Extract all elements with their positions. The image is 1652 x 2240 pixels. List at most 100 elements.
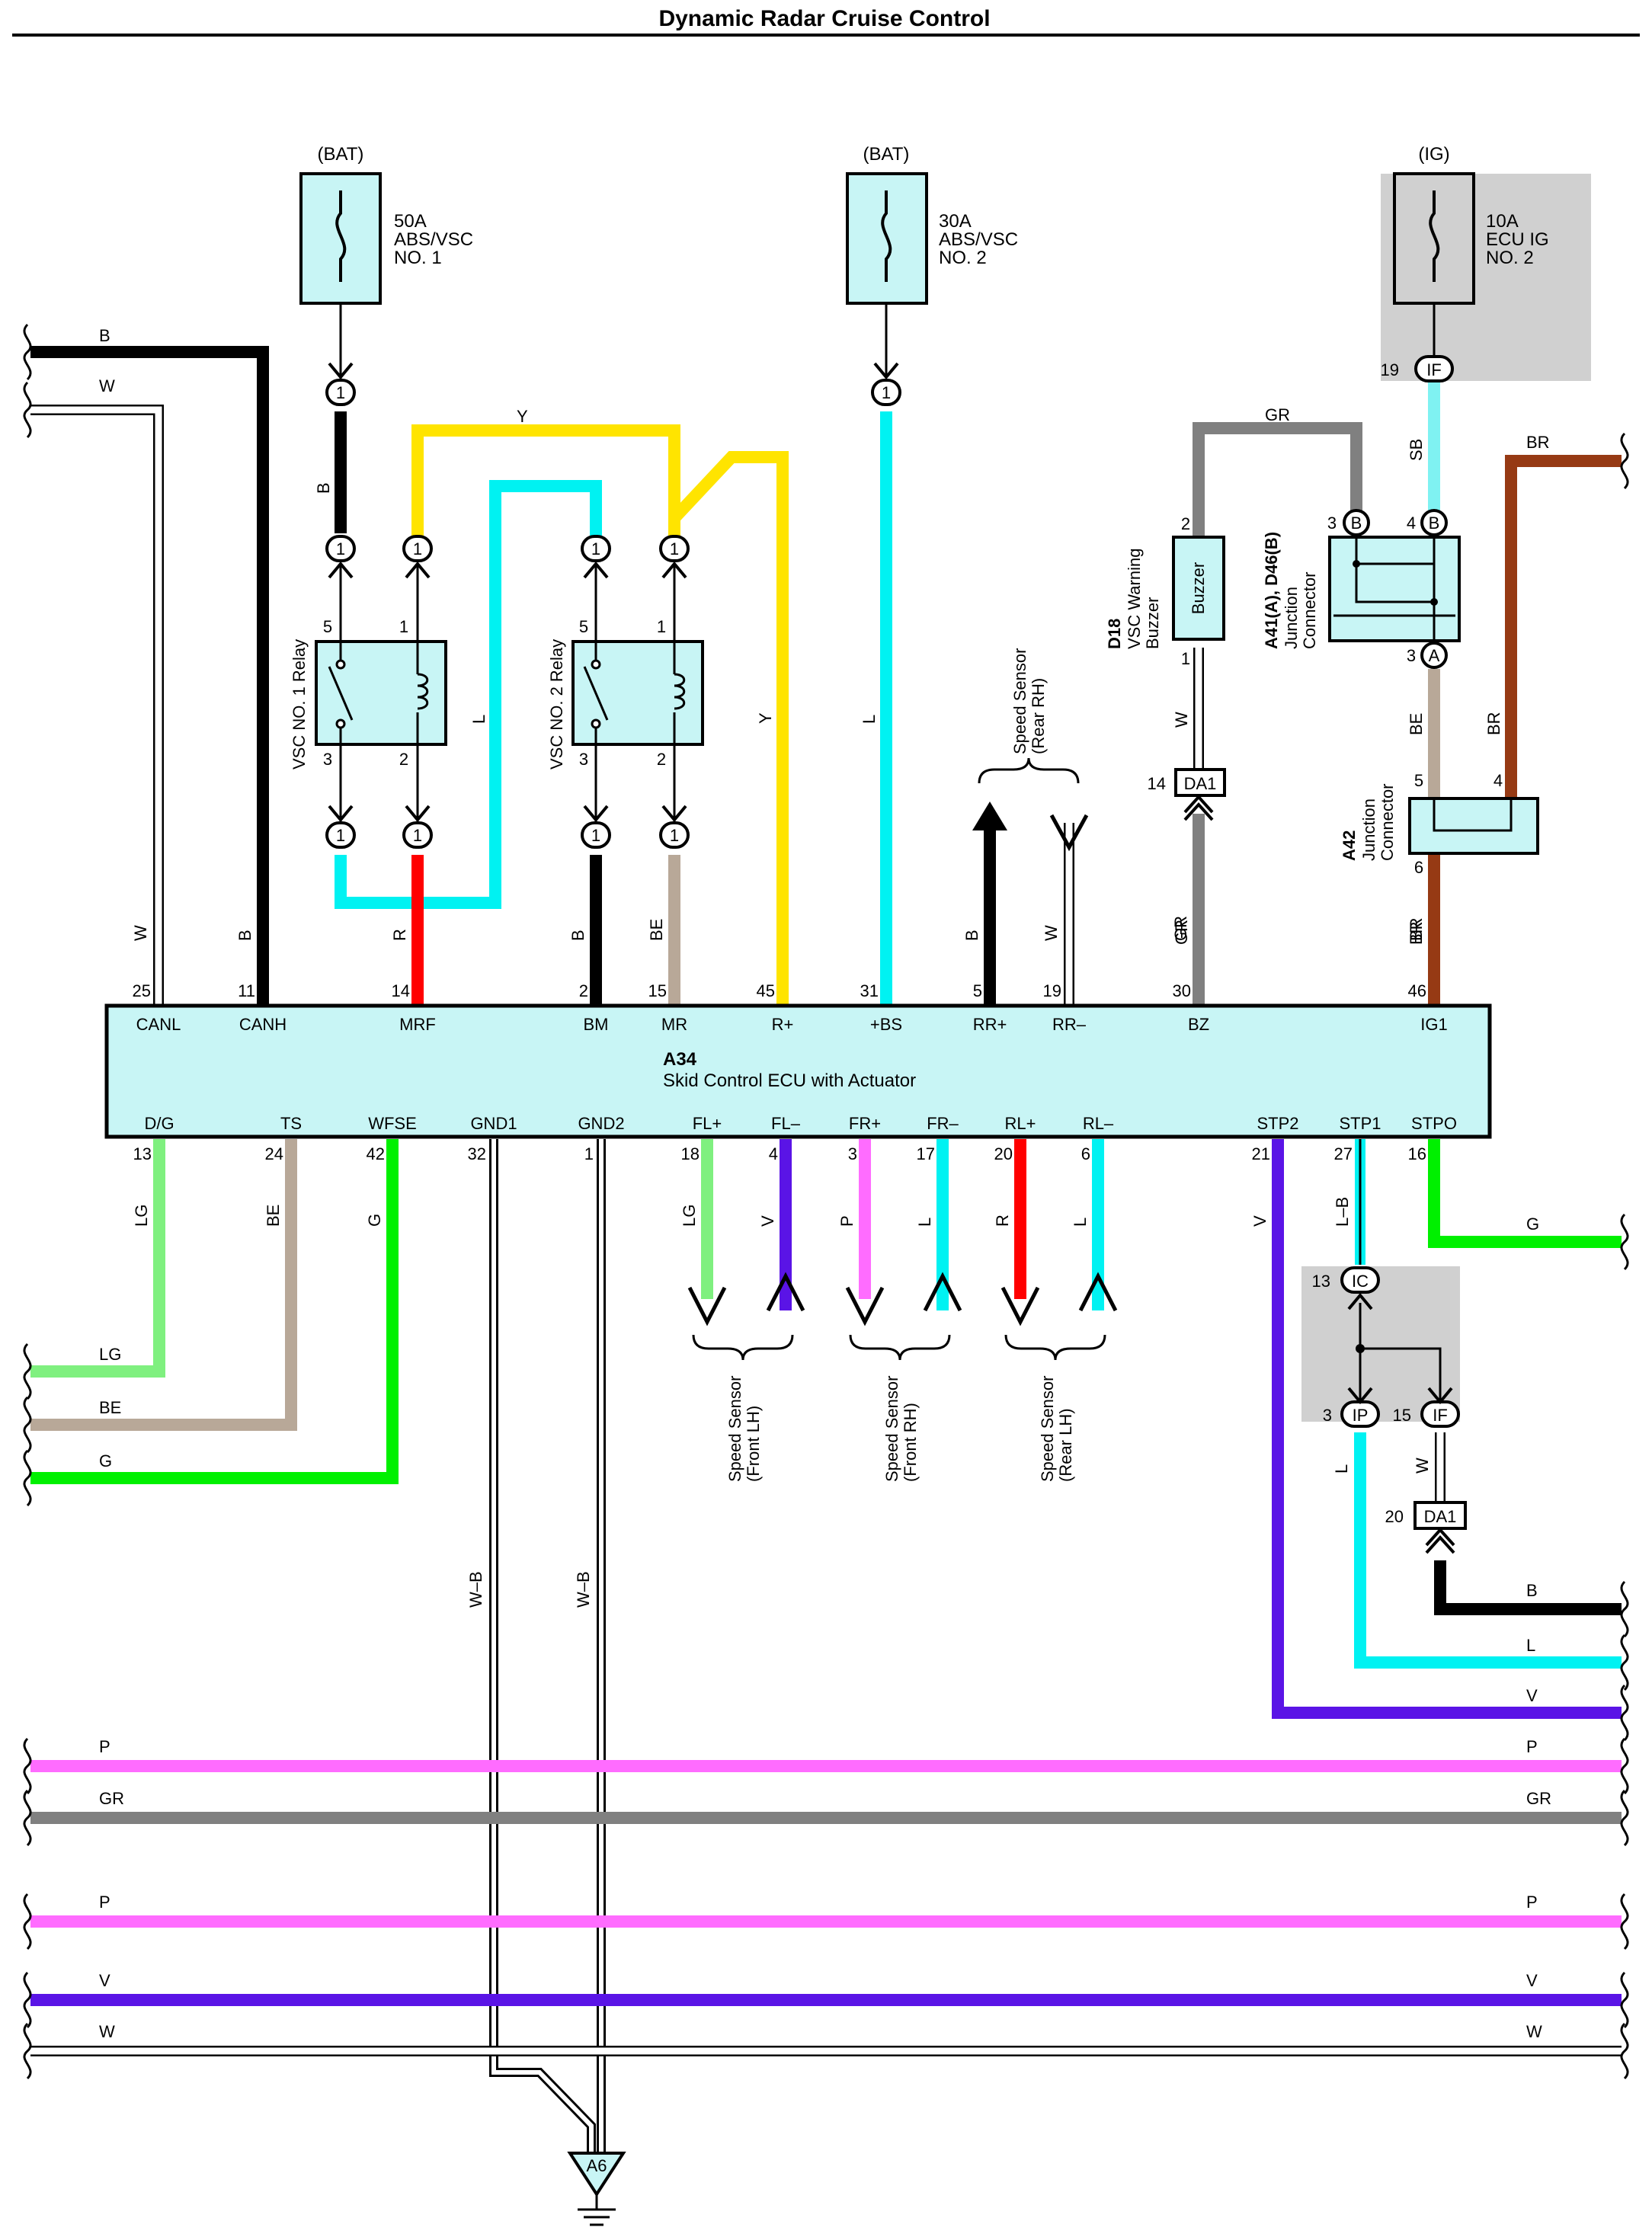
ecu-pin-name: RL–	[1083, 1114, 1114, 1133]
ecu-pin-number: 14	[392, 981, 410, 1000]
through-wire-label-right: W	[1526, 2022, 1542, 2041]
ecu-pin-name: R+	[772, 1015, 794, 1034]
da1-label: DA1	[1424, 1507, 1457, 1526]
wire-l-loop	[335, 480, 602, 909]
ecu-pin-number: 42	[367, 1144, 385, 1163]
connector-pin-number: 1	[670, 826, 679, 845]
fuse-number: NO. 1	[394, 248, 442, 268]
ecu-pin-name: BM	[584, 1015, 609, 1034]
wire-label: GR	[1171, 916, 1190, 941]
connector-code: IF	[1433, 1406, 1448, 1425]
connector-pin-1: 1	[325, 805, 356, 849]
ecu-pin-name: WFSE	[368, 1114, 417, 1133]
ecu-pin-name: RR+	[973, 1015, 1007, 1034]
relay-pin: 5	[323, 617, 332, 636]
wire-break	[23, 1737, 32, 1795]
ecu-pin-number: 21	[1252, 1144, 1270, 1163]
fuse-source: (IG)	[1418, 144, 1449, 165]
connector-pin-number: 1	[336, 383, 345, 402]
left-wire-label: BE	[99, 1398, 121, 1417]
wire-da1-b	[1434, 1560, 1622, 1615]
wire-layer	[30, 301, 1622, 2165]
wire-label: L	[1071, 1218, 1090, 1227]
wire-canh-b	[30, 346, 269, 1004]
wire-label: BE	[1407, 713, 1426, 735]
sensor-front-rh-1: Speed Sensor	[882, 1376, 901, 1482]
ground-a6: A6	[567, 2152, 626, 2226]
wire-label: G	[1526, 1214, 1539, 1234]
wire-break	[1620, 1684, 1629, 1742]
fuse-abs-vsc-1: (BAT) 50A ABS/VSC NO. 1	[299, 144, 473, 305]
wire-label: L	[469, 715, 488, 724]
junction-pin: 4	[1407, 514, 1416, 533]
wire-label: W	[131, 925, 150, 941]
relay-pin: 5	[579, 617, 588, 636]
wire-breaks	[23, 323, 1629, 2080]
wire-label: V	[758, 1215, 777, 1227]
connector-pin: 15	[1393, 1406, 1411, 1425]
buzzer-pin-top: 2	[1181, 514, 1190, 533]
junction-name-2: Connector	[1300, 571, 1319, 649]
fuse-source: (BAT)	[863, 144, 910, 165]
fuse-rating: 30A	[939, 211, 972, 232]
wire-label: G	[365, 1214, 384, 1227]
wire-label: BR	[1526, 433, 1550, 452]
ecu-pin-number: 1	[584, 1144, 594, 1163]
connector-code: IP	[1353, 1406, 1369, 1425]
through-wire-label-left: P	[99, 1737, 110, 1756]
junction-name-1: Junction	[1359, 798, 1378, 861]
sensor-front-rh-2: (Front RH)	[901, 1403, 920, 1482]
ecu-pin-number: 24	[265, 1144, 283, 1163]
connector-pin: 19	[1381, 360, 1399, 379]
ecu-pin-name: FR–	[927, 1114, 959, 1133]
wire-stpo-g	[1428, 1139, 1622, 1248]
connector-pin-number: 1	[591, 539, 600, 558]
ecu-pin-number: 18	[681, 1144, 700, 1163]
skid-control-ecu: A34 Skid Control ECU with Actuator 25CAN…	[104, 916, 1492, 1608]
ecu-pin-number: 6	[1081, 1144, 1090, 1163]
wire-label: L	[860, 715, 879, 724]
ecu-pin-number: 4	[769, 1144, 778, 1163]
relay-name: VSC NO. 2 Relay	[547, 639, 566, 770]
junction-pin-code: B	[1351, 514, 1362, 533]
wire-wfse-g	[30, 1139, 399, 1484]
ecu-pin-name: TS	[280, 1114, 302, 1133]
wire-label: P	[837, 1215, 856, 1227]
ecu-pin-number: 16	[1408, 1144, 1426, 1163]
fuse-name: ABS/VSC	[939, 229, 1018, 250]
wire-label: GR	[1265, 405, 1290, 424]
ecu-pin-number: 30	[1173, 981, 1191, 1000]
relay-vsc-2: 5 1 3 2 VSC NO. 2 Relay	[547, 617, 704, 770]
fuse-rating: 50A	[394, 211, 427, 232]
ecu-pin-name: CANH	[239, 1015, 287, 1034]
sensor-rear-lh-1: Speed Sensor	[1038, 1376, 1057, 1482]
da1-connector-top: DA1 14	[1148, 768, 1226, 821]
connector-pin-1: 1	[659, 805, 690, 849]
wire-label: LG	[132, 1205, 151, 1227]
ground-label: A6	[587, 2156, 607, 2175]
page-title: Dynamic Radar Cruise Control	[658, 6, 990, 31]
sensor-front-lh-2: (Front LH)	[744, 1406, 763, 1482]
fuse-name: ECU IG	[1486, 229, 1549, 250]
wire-break	[23, 2022, 32, 2080]
wire-label: GR	[1172, 920, 1191, 945]
ecu-code: A34	[663, 1049, 697, 1070]
ecu-pin-name: GND2	[578, 1114, 624, 1133]
connector-pin-number: 1	[882, 383, 891, 402]
speed-sensor-arrows	[687, 1272, 1118, 1361]
ecu-pin-name: FR+	[849, 1114, 881, 1133]
wire-label: BR	[1407, 921, 1426, 945]
wire-break	[23, 1396, 32, 1454]
sensor-label-2: (Rear RH)	[1029, 678, 1048, 754]
wire-ts-be	[30, 1139, 297, 1431]
junction-pin: 3	[1407, 646, 1416, 665]
wire-label: W–B	[466, 1571, 485, 1608]
connector-code: IF	[1426, 360, 1442, 379]
vsc-warning-buzzer: Buzzer 2 1 D18 VSC Warning Buzzer	[1105, 514, 1225, 668]
relay-pin: 1	[657, 617, 666, 636]
wire-label: W	[1172, 712, 1191, 728]
left-wire-label: LG	[99, 1345, 121, 1364]
junction-connector-a41: 3 B 4 B 3 A A41(A), D46(B) Junction Conn…	[1262, 509, 1461, 669]
relay-pin: 1	[399, 617, 408, 636]
